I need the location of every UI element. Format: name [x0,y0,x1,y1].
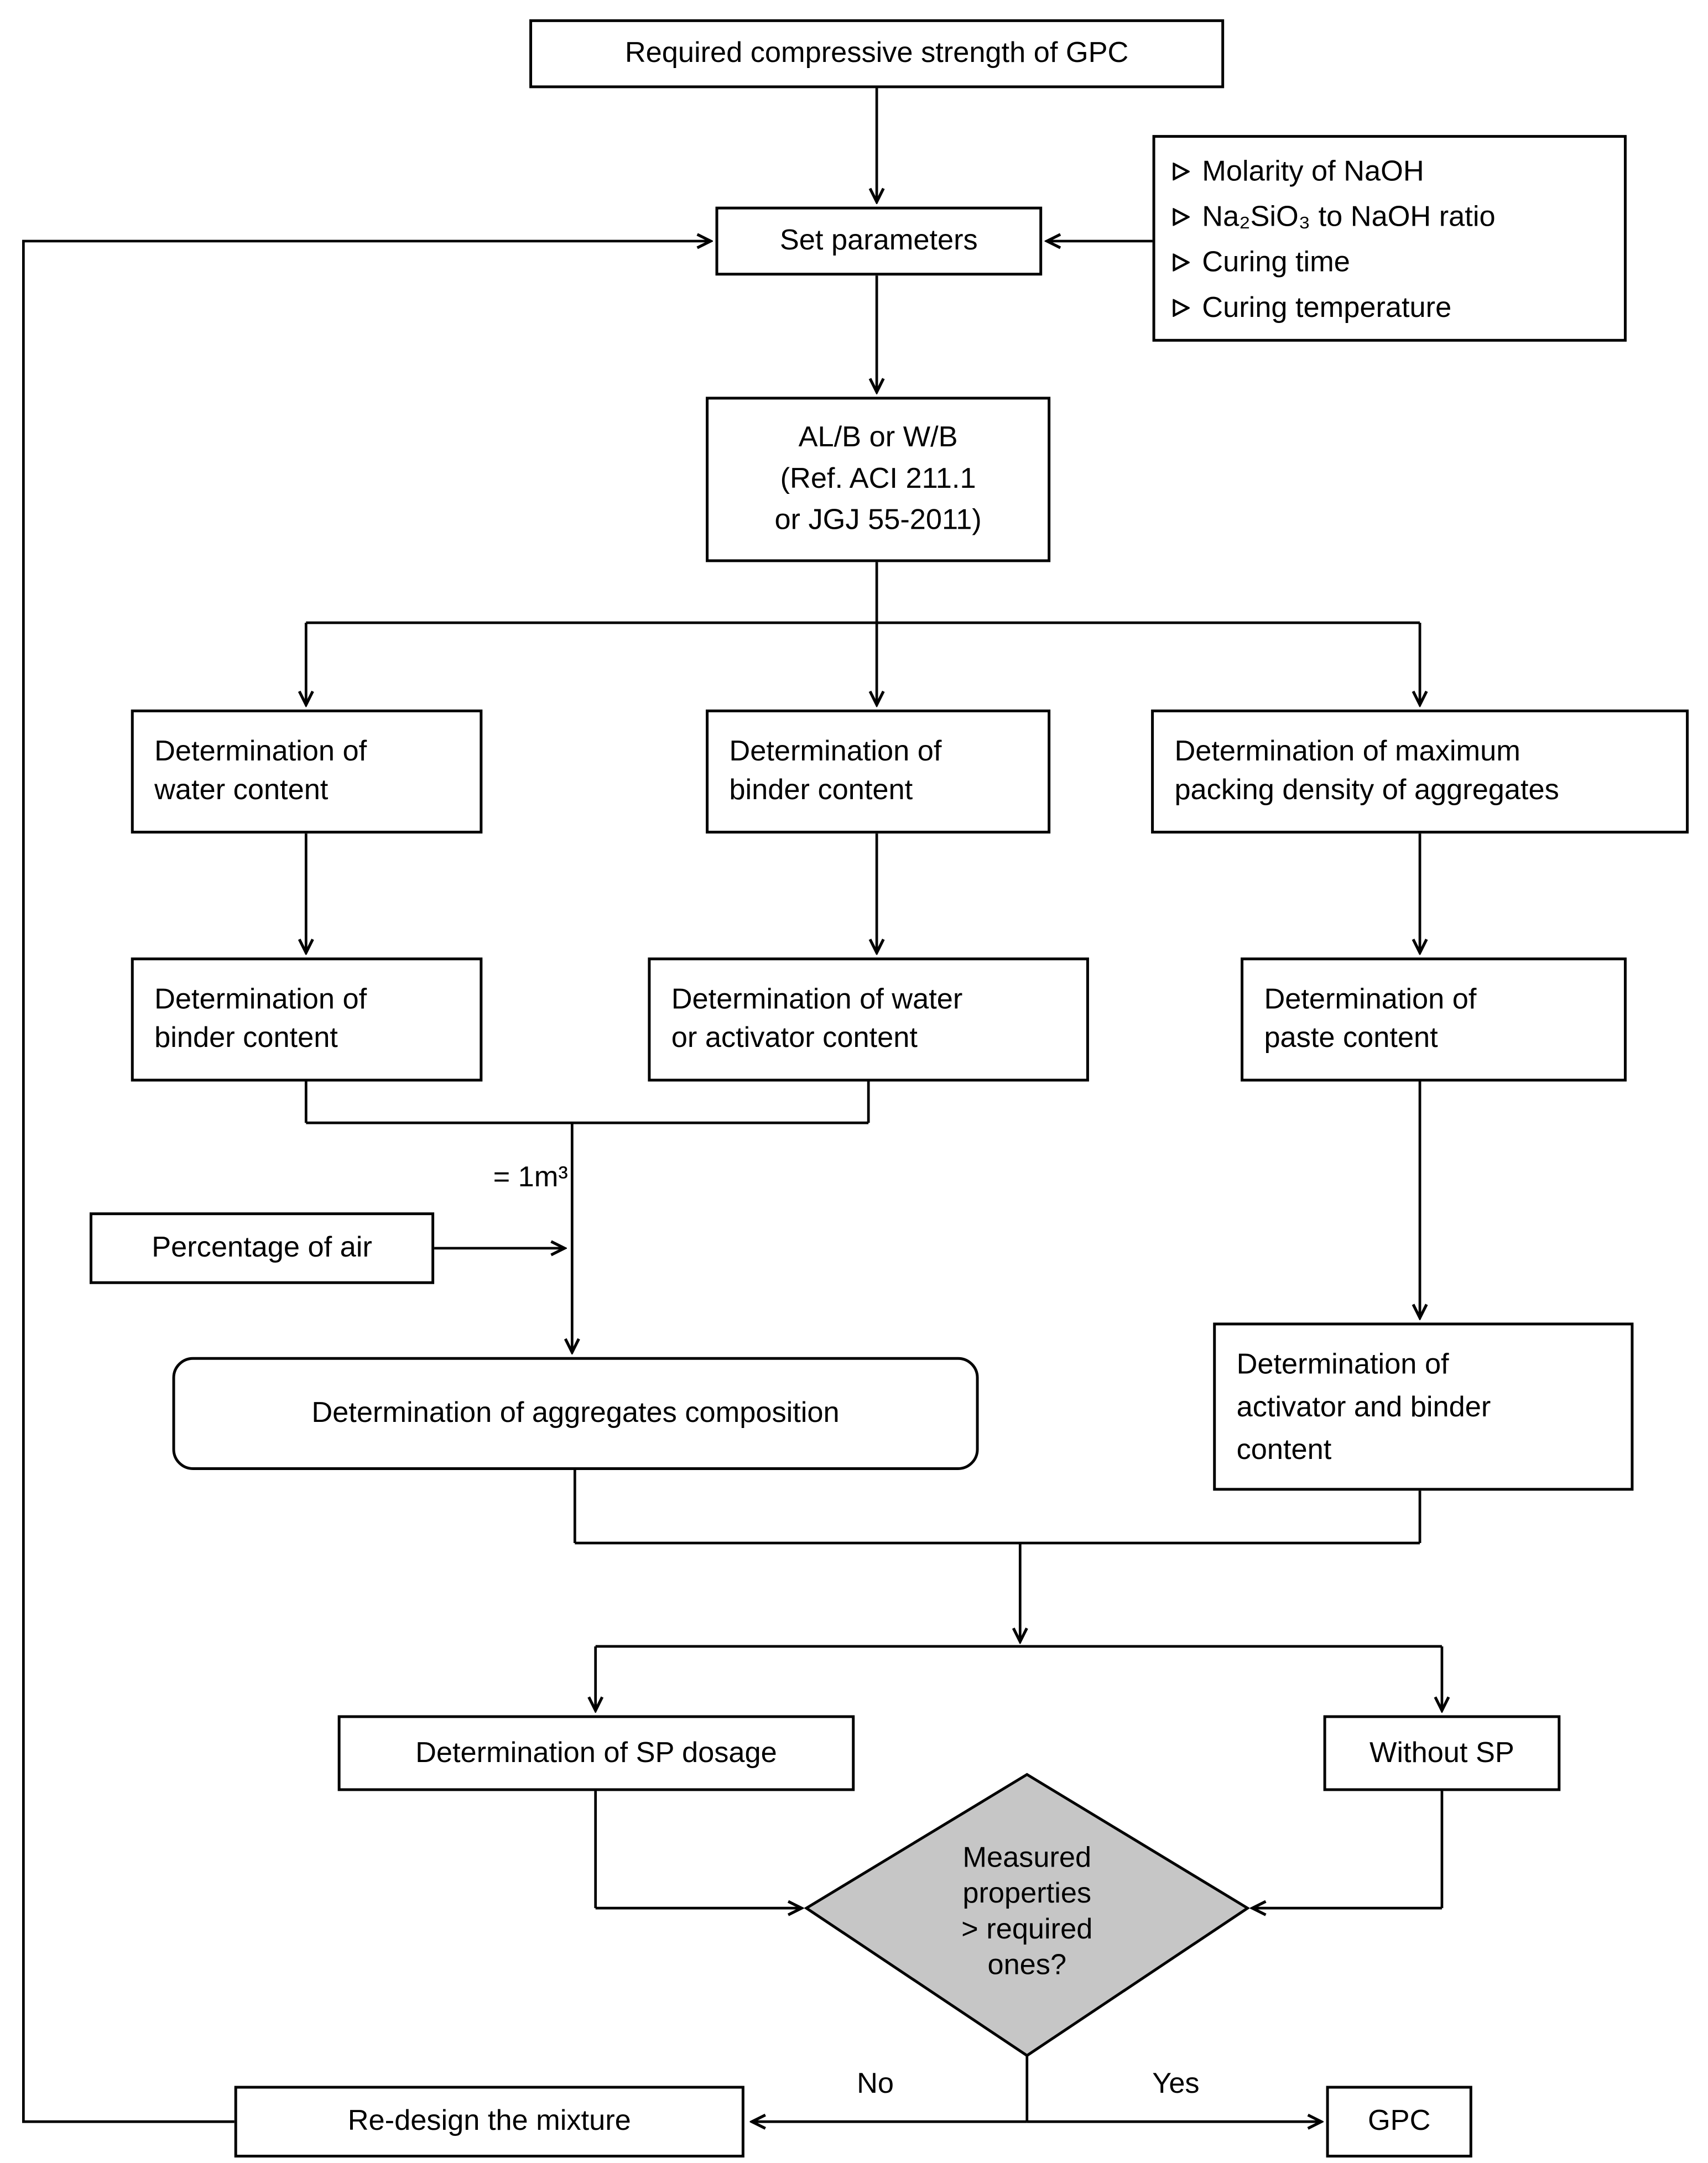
connectors [22,88,1442,2122]
required-strength-box: Required compressive strength of GPC [529,19,1225,88]
yes-branch-label: Yes [1152,2068,1200,2100]
det-activator-binder-box: Determination of activator and binder co… [1213,1322,1634,1491]
label-line: ones? [987,1949,1067,1982]
set-parameters-label: Set parameters [779,225,978,257]
arrowhead-bullet-icon [1173,162,1190,181]
decision-diamond-label: Measured properties > required ones? [862,1841,1193,1984]
gpc-box: GPC [1326,2086,1472,2158]
parameter-item: Na₂SiO₃ to NaOH ratio [1171,194,1610,239]
label-line: (Ref. ACI 211.1 [780,463,976,495]
arrowhead-bullet-icon [1173,299,1190,317]
det-max-packing-density-box: Determination of maximum packing density… [1151,709,1689,834]
label-line: Determination of [729,736,942,768]
without-sp-box: Without SP [1323,1715,1561,1791]
parameter-item: Curing temperature [1171,285,1610,331]
arrowhead-bullet-icon [1173,208,1190,226]
decision-diamond [804,1773,1251,2057]
label-line: Determination of [154,983,367,1015]
label-line: Determination of water [671,983,963,1015]
label-line: or activator content [671,1022,918,1054]
sp-dosage-label: Determination of SP dosage [415,1737,777,1769]
arrowhead-bullet-icon [1173,253,1190,272]
parameters-list-box: Molarity of NaOH Na₂SiO₃ to NaOH ratio C… [1152,135,1627,342]
label-line: properties [962,1878,1092,1910]
one-cubic-meter-label: = 1m³ [493,1161,568,1193]
parameter-item: Molarity of NaOH [1171,149,1610,194]
no-branch-label: No [857,2068,894,2100]
redesign-mixture-label: Re-design the mixture [347,2105,631,2137]
percentage-of-air-label: Percentage of air [152,1232,372,1264]
label-line: Determination of [1236,1348,1449,1380]
required-strength-label: Required compressive strength of GPC [624,37,1129,69]
parameter-item-label: Molarity of NaOH [1202,155,1424,187]
without-sp-label: Without SP [1369,1737,1514,1769]
label-line: content [1236,1433,1332,1466]
label-line: binder content [729,774,913,806]
label-line: paste content [1264,1022,1438,1054]
label-line: AL/B or W/B [798,421,958,454]
redesign-mixture-box: Re-design the mixture [234,2086,744,2158]
det-water-content-box: Determination of water content [131,709,483,834]
percentage-of-air-box: Percentage of air [89,1212,435,1284]
label-line: binder content [154,1022,338,1054]
label-line: Determination of [154,736,367,768]
label-line: Determination of [1264,983,1477,1015]
label-line: Measured [962,1842,1092,1874]
parameter-item-label: Curing temperature [1202,292,1452,324]
gpc-label: GPC [1367,2105,1431,2137]
label-line: Determination of maximum [1174,736,1520,768]
parameter-item: Curing time [1171,239,1610,285]
aggregates-composition-box: Determination of aggregates composition [172,1357,979,1471]
label-line: > required [961,1914,1093,1946]
label-line: activator and binder [1236,1390,1491,1423]
label-line: or JGJ 55-2011) [774,504,982,536]
label-line: packing density of aggregates [1174,774,1559,806]
det-water-or-activator-box: Determination of water or activator cont… [648,957,1089,1082]
det-paste-content-box: Determination of paste content [1241,957,1627,1082]
aggregates-composition-label: Determination of aggregates composition [311,1396,840,1429]
parameter-item-label: Curing time [1202,246,1350,279]
sp-dosage-box: Determination of SP dosage [337,1715,855,1791]
parameter-item-label: Na₂SiO₃ to NaOH ratio [1202,201,1496,233]
set-parameters-box: Set parameters [715,206,1043,276]
det-binder-content-left-box: Determination of binder content [131,957,483,1082]
alb-wb-box: AL/B or W/B (Ref. ACI 211.1 or JGJ 55-20… [706,397,1051,562]
det-binder-content-center-box: Determination of binder content [706,709,1051,834]
label-line: water content [154,774,329,806]
